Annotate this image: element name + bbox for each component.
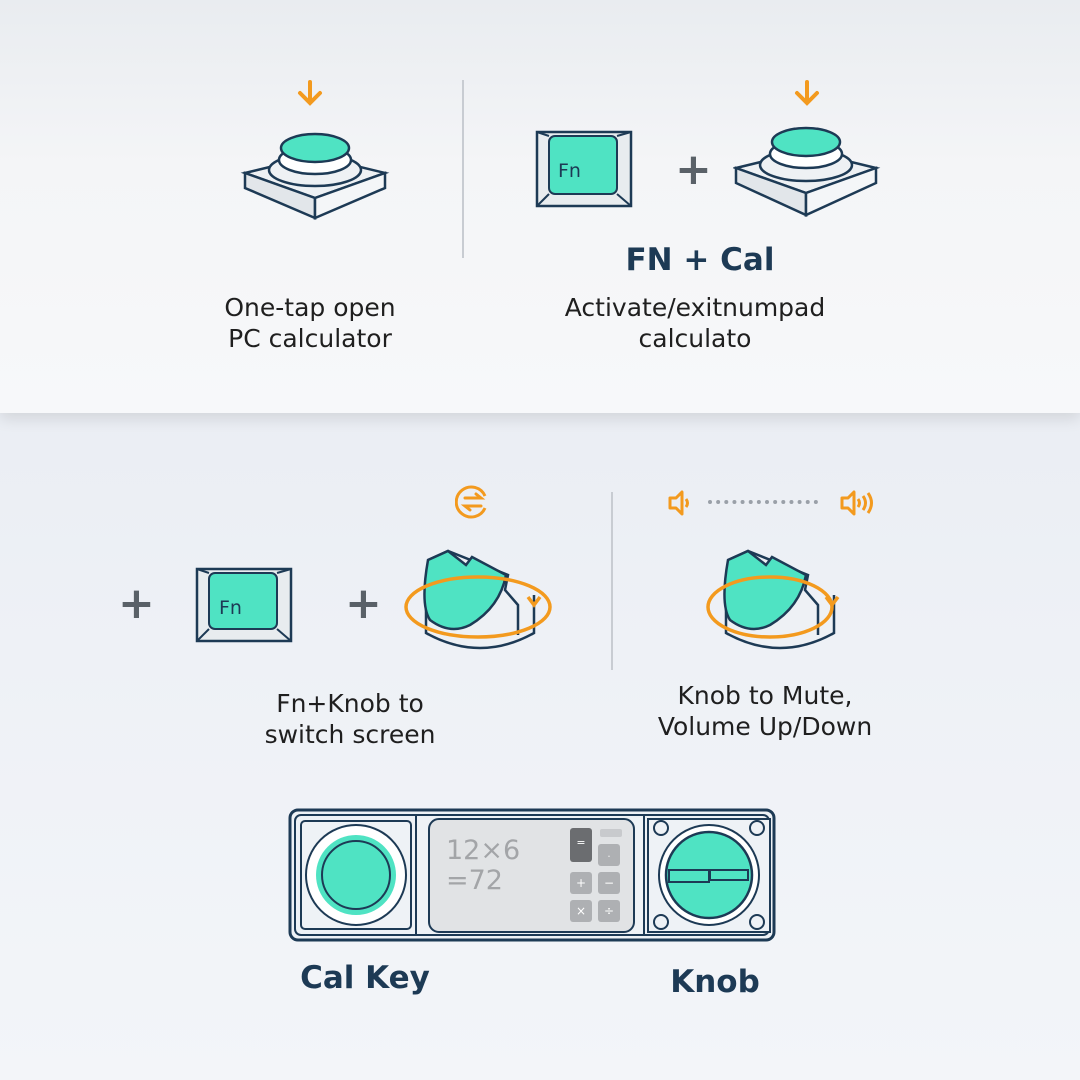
plus-sign: + [118,578,155,629]
fn-key-label: Fn [558,160,581,182]
divide-button: ÷ [603,904,615,918]
fn-key-illustration [535,130,633,208]
plus-sign: + [345,578,382,629]
volume-high-icon [840,490,873,516]
equals-button: = [576,836,586,849]
cal-key-label: Cal Key [300,960,430,996]
knob-volume-caption: Knob to Mute,Volume Up/Down [657,681,873,741]
fn-key-illustration [195,567,293,643]
knob-rotate-illustration [706,549,840,650]
divider [611,492,613,670]
calculator-display: 12×6=72 [446,835,521,896]
volume-low-icon [668,490,689,516]
knob-label: Knob [670,964,760,1000]
fn-key-label: Fn [219,597,242,619]
calculator-device [288,808,776,942]
cal-key-button [305,824,407,926]
cal-key-press-illustration [733,80,881,217]
down-arrow-icon [298,80,322,106]
cal-key-press-illustration [240,80,390,220]
volume-track [708,500,818,504]
plus-button: + [575,876,587,890]
multiply-button: × [575,904,587,918]
decimal-button: · [607,850,611,863]
screw-icons [653,820,765,930]
knob-rotate-illustration [404,549,552,650]
divider [462,80,464,258]
plus-sign: + [675,144,712,195]
down-arrow-icon [795,80,819,106]
fn-cal-title: FN + Cal [625,242,775,278]
switch-screen-icon [455,485,487,519]
minus-button: − [603,876,615,890]
knob-dial [658,824,760,926]
